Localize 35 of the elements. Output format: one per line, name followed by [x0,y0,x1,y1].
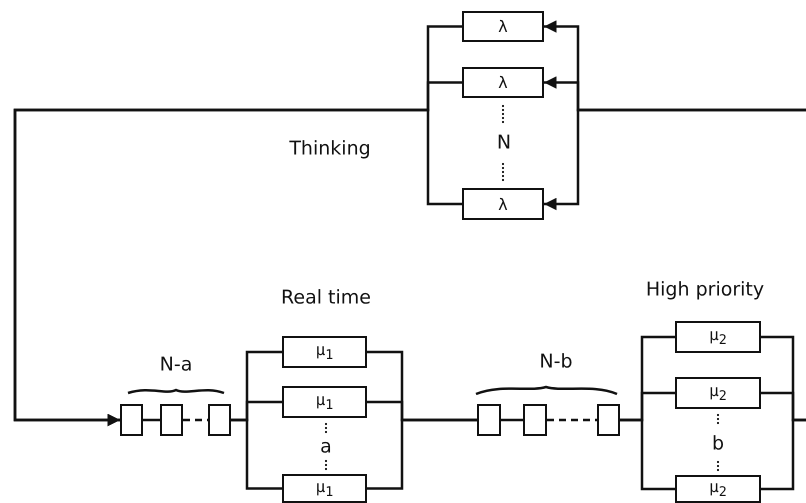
rate-label: λ [498,17,508,36]
arrow [544,108,806,210]
connector-line [761,418,806,490]
rate-label: μ$_{2}$ [709,325,727,349]
connector-line [367,418,477,490]
server-box [282,336,367,368]
queue-slot [597,404,620,436]
server-box [462,67,544,98]
server-box [462,11,544,42]
connector-line [547,418,597,422]
rate-label: λ [498,194,508,214]
rate-label: λ [498,73,508,92]
connector-line [501,418,523,422]
server-box [282,386,367,418]
queue-slot [160,404,183,436]
rate-label: μ$_{2}$ [709,477,727,501]
queue-slot [120,404,143,436]
connector-line [231,418,282,490]
rate-label: μ$_{1}$ [316,340,334,364]
queue-slot [477,404,501,436]
server-box [675,321,761,353]
stage-label: High priority [646,280,764,300]
rate-label: μ$_{1}$ [316,390,334,414]
server-box [462,188,544,220]
rate-label: μ$_{2}$ [709,381,727,405]
server-box [675,377,761,409]
queue-slot [523,404,547,436]
connector-line [143,418,160,422]
server-box [282,474,367,503]
server-box [675,475,761,503]
stage-label: Thinking [289,138,371,160]
connector-line [183,418,208,422]
rate-label: μ$_{1}$ [316,476,334,500]
connector-line [620,418,675,490]
queue-slot [208,404,231,436]
